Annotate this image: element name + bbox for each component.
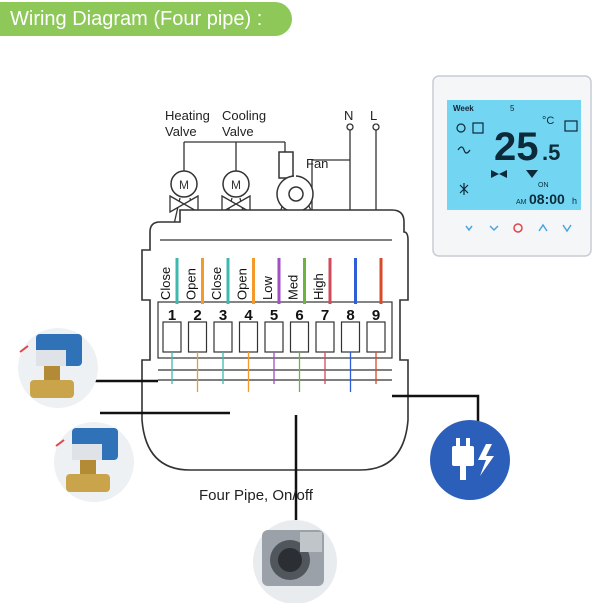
heat-icon bbox=[457, 146, 471, 154]
terminal-slot bbox=[264, 321, 284, 353]
thermostat-device: Week 5 25 .5 °C ON AM 08:00 h bbox=[432, 75, 592, 257]
temperature-main: 25 bbox=[494, 125, 539, 169]
power-button-icon bbox=[513, 223, 523, 233]
fan-symbol bbox=[276, 151, 314, 213]
terminal-label: Low bbox=[260, 276, 275, 300]
time-display: 08:00 bbox=[529, 191, 565, 207]
down-button-icon bbox=[562, 224, 572, 233]
am-label: AM bbox=[516, 199, 527, 206]
fan-button-icon bbox=[489, 225, 499, 232]
diagram-caption: Four Pipe, On/off bbox=[199, 487, 314, 504]
heating-valve-device bbox=[18, 328, 98, 408]
snowflake-icon bbox=[459, 183, 469, 195]
valve-icon bbox=[491, 170, 507, 178]
terminal-slot bbox=[213, 321, 233, 353]
terminal-label: Close bbox=[209, 267, 224, 300]
terminal-number: 4 bbox=[244, 307, 253, 324]
lightning-icon bbox=[478, 444, 494, 476]
menu-button-icon bbox=[465, 225, 473, 232]
neutral-terminal bbox=[346, 123, 354, 131]
external-wiring bbox=[92, 379, 480, 520]
terminal-label: Open bbox=[235, 268, 250, 300]
terminal-slot bbox=[315, 321, 335, 353]
terminal-number: 1 bbox=[168, 307, 176, 324]
cooling-label-line1: Cooling bbox=[222, 108, 266, 123]
on-label: ON bbox=[538, 182, 549, 189]
svg-text:M: M bbox=[231, 178, 241, 192]
mode-icon bbox=[456, 123, 466, 133]
heating-label-line1: Heating bbox=[165, 108, 210, 123]
terminal-block: 1 Close 2 Open 3 Close 4 Open 5 Low 6 Med 7 High 8 9 bbox=[158, 258, 386, 392]
terminal-slot bbox=[238, 321, 259, 353]
power-supply-badge bbox=[430, 420, 510, 500]
temperature-unit: °C bbox=[542, 115, 554, 127]
terminal-slot bbox=[289, 321, 310, 353]
terminal-slot bbox=[366, 321, 386, 353]
terminal-number: 6 bbox=[295, 307, 303, 324]
up-button-icon bbox=[538, 223, 548, 232]
terminal-label: Med bbox=[286, 275, 301, 300]
neutral-label: N bbox=[344, 108, 353, 123]
day-digit: 5 bbox=[510, 104, 515, 113]
diagram-title: Wiring Diagram (Four pipe) : bbox=[0, 2, 292, 36]
fan-device bbox=[253, 520, 337, 603]
week-label: Week bbox=[453, 104, 474, 113]
clock-icon bbox=[564, 120, 578, 132]
terminal-number: 5 bbox=[270, 307, 278, 324]
cooling-valve-symbol: M bbox=[221, 170, 251, 214]
svg-text:M: M bbox=[179, 178, 189, 192]
terminal-slot bbox=[187, 321, 208, 353]
terminal-number: 7 bbox=[321, 307, 329, 324]
thermostat-screen bbox=[447, 100, 581, 210]
terminal-label: High bbox=[311, 273, 326, 300]
terminal-label: Open bbox=[184, 268, 199, 300]
heating-label-line2: Valve bbox=[165, 124, 197, 139]
terminal-label: Close bbox=[158, 267, 173, 300]
terminal-number: 9 bbox=[372, 307, 380, 324]
time-unit: h bbox=[572, 196, 577, 206]
live-label: L bbox=[370, 108, 377, 123]
fan-label: Fan bbox=[306, 156, 328, 171]
home-icon bbox=[472, 122, 484, 134]
terminal-number: 2 bbox=[193, 307, 201, 324]
terminal-number: 8 bbox=[346, 307, 354, 324]
heating-valve-symbol: M bbox=[169, 170, 199, 214]
fan-speed-icon bbox=[526, 170, 538, 178]
terminal-slot bbox=[340, 321, 361, 353]
temperature-decimal: .5 bbox=[542, 140, 560, 165]
cooling-label-line2: Valve bbox=[222, 124, 254, 139]
terminal-number: 3 bbox=[219, 307, 227, 324]
cooling-valve-device bbox=[54, 422, 134, 502]
live-terminal bbox=[372, 123, 380, 131]
terminal-slot bbox=[162, 321, 182, 353]
